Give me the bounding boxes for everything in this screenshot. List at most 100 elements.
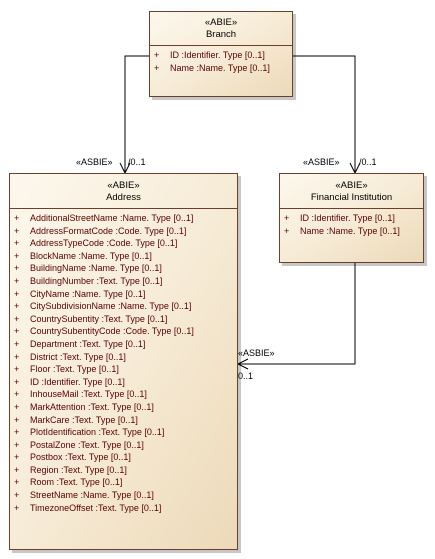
attribute-text: AddressFormatCode :Code. Type [0..1] bbox=[30, 225, 187, 236]
attribute-visibility: + bbox=[14, 401, 20, 412]
branch-stereotype: «ABIE» bbox=[204, 17, 238, 28]
attribute-row[interactable]: + BuildingNumber :Text. Type [0..1] bbox=[10, 275, 237, 288]
branch-class[interactable]: «ABIE» Branch + ID :Identifier. Type [0..… bbox=[149, 11, 293, 97]
attribute-visibility: + bbox=[14, 351, 20, 362]
attribute-row[interactable]: + BlockName :Name. Type [0..1] bbox=[10, 250, 237, 263]
attribute-text: InhouseMail :Text. Type [0..1] bbox=[30, 389, 147, 400]
address-attribute-list: +AdditionalStreetName :Name. Type [0..1]… bbox=[10, 209, 237, 514]
attribute-visibility: + bbox=[14, 213, 20, 223]
branch-attribute-list: + ID :Identifier. Type [0..1] + Name :Name.… bbox=[150, 46, 292, 74]
fi-address-arrowhead bbox=[236, 358, 249, 370]
branch-fi-association-line bbox=[292, 55, 356, 173]
fi-address-multiplicity-label: 0..1 bbox=[238, 371, 254, 381]
attribute-row[interactable]: + BuildingName :Name. Type [0..1] bbox=[10, 262, 237, 275]
attribute-visibility: + bbox=[14, 452, 20, 463]
attribute-row[interactable]: + Room :Text. Type [0..1] bbox=[10, 476, 237, 489]
attribute-row[interactable]: +District :Text. Type [0..1] bbox=[10, 351, 237, 364]
attribute-text: BuildingName :Name. Type [0..1] bbox=[30, 263, 162, 274]
attribute-text: ID :Identifier. Type [0..1] bbox=[300, 213, 395, 223]
attribute-visibility: + bbox=[14, 263, 20, 274]
address-class[interactable]: «ABIE» Address +AdditionalStreetName :Na… bbox=[9, 173, 238, 550]
branch-fi-role-label: /0..1 bbox=[359, 157, 377, 167]
attribute-text: PlotIdentification :Text. Type [0..1] bbox=[30, 427, 165, 438]
attribute-text: PostalZone :Text. Type [0..1] bbox=[30, 439, 144, 450]
attribute-row[interactable]: + ID :Identifier. Type [0..1] bbox=[150, 49, 292, 62]
fi-address-association-line bbox=[238, 263, 356, 365]
attribute-row[interactable]: +MarkCare :Text. Type [0..1] bbox=[10, 414, 237, 427]
attribute-text: Floor :Text. Type [0..1] bbox=[30, 364, 119, 375]
attribute-text: CountrySubentityCode :Code. Type [0..1] bbox=[30, 326, 194, 337]
financial-institution-stereotype: «ABIE» bbox=[335, 180, 368, 191]
attribute-visibility: + bbox=[14, 439, 20, 450]
attribute-row[interactable]: + StreetName :Name. Type [0..1] bbox=[10, 489, 237, 502]
address-class-name: Address bbox=[106, 192, 141, 203]
attribute-row[interactable]: +AdditionalStreetName :Name. Type [0..1] bbox=[10, 212, 237, 225]
attribute-row[interactable]: + InhouseMail :Text. Type [0..1] bbox=[10, 388, 237, 401]
attribute-row[interactable]: +Region :Text. Type [0..1] bbox=[10, 464, 237, 477]
attribute-row[interactable]: + PlotIdentification :Text. Type [0..1] bbox=[10, 426, 237, 439]
attribute-visibility: + bbox=[14, 364, 20, 375]
attribute-text: Name :Name. Type [0..1] bbox=[170, 62, 270, 73]
attribute-visibility: + bbox=[14, 464, 20, 475]
attribute-visibility: + bbox=[14, 313, 20, 324]
attribute-text: MarkCare :Text. Type [0..1] bbox=[30, 414, 138, 425]
branch-class-name: Branch bbox=[205, 29, 237, 40]
attribute-text: BlockName :Name. Type [0..1] bbox=[30, 250, 152, 261]
attribute-visibility: + bbox=[14, 477, 20, 488]
financial-institution-class[interactable]: «ABIE» Financial Institution +ID :Identi… bbox=[279, 173, 424, 263]
attribute-text: Room :Text. Type [0..1] bbox=[30, 477, 123, 488]
attribute-row[interactable]: + Postbox :Text. Type [0..1] bbox=[10, 451, 237, 464]
address-stereotype: «ABIE» bbox=[107, 180, 140, 191]
financial-institution-class-header: «ABIE» Financial Institution bbox=[280, 174, 423, 209]
attribute-visibility: + bbox=[14, 250, 20, 261]
attribute-text: StreetName :Name. Type [0..1] bbox=[30, 490, 154, 501]
attribute-text: BuildingNumber :Text. Type [0..1] bbox=[30, 275, 163, 286]
attribute-row[interactable]: +TimezoneOffset :Text. Type [0..1] bbox=[10, 502, 237, 515]
attribute-row[interactable]: + PostalZone :Text. Type [0..1] bbox=[10, 439, 237, 452]
attribute-row[interactable]: +CityName :Name. Type [0..1] bbox=[10, 288, 237, 301]
attribute-visibility: + bbox=[284, 225, 290, 236]
attribute-text: Department :Text. Type [0..1] bbox=[30, 338, 146, 349]
attribute-visibility: + bbox=[14, 275, 20, 286]
attribute-visibility: + bbox=[14, 338, 20, 349]
attribute-text: AddressTypeCode :Code. Type [0..1] bbox=[30, 238, 178, 249]
attribute-text: ID :Identifier. Type [0..1] bbox=[30, 376, 125, 387]
attribute-row[interactable]: + AddressTypeCode :Code. Type [0..1] bbox=[10, 237, 237, 250]
branch-address-association-line bbox=[124, 55, 149, 173]
address-class-header: «ABIE» Address bbox=[10, 174, 237, 209]
attribute-text: CountrySubentity :Text. Type [0..1] bbox=[30, 313, 168, 324]
branch-class-header: «ABIE» Branch bbox=[150, 12, 292, 46]
attribute-row[interactable]: + MarkAttention :Text. Type [0..1] bbox=[10, 401, 237, 414]
attribute-row[interactable]: + Name :Name. Type [0..1] bbox=[280, 225, 423, 238]
attribute-visibility: + bbox=[14, 427, 20, 438]
attribute-visibility: + bbox=[14, 389, 20, 400]
branch-address-role-label: /0..1 bbox=[128, 157, 146, 167]
attribute-row[interactable]: +CitySubdivisionName :Name. Type [0..1] bbox=[10, 300, 237, 313]
attribute-text: Name :Name. Type [0..1] bbox=[300, 225, 400, 236]
attribute-visibility: + bbox=[14, 301, 20, 312]
branch-fi-stereotype-label: «ASBIE» bbox=[303, 157, 340, 167]
attribute-text: Postbox :Text. Type [0..1] bbox=[30, 452, 131, 463]
attribute-visibility: + bbox=[14, 238, 20, 249]
attribute-row[interactable]: +ID :Identifier. Type [0..1] bbox=[280, 212, 423, 225]
attribute-row[interactable]: + Department :Text. Type [0..1] bbox=[10, 338, 237, 351]
attribute-row[interactable]: + CountrySubentityCode :Code. Type [0..1] bbox=[10, 325, 237, 338]
attribute-visibility: + bbox=[14, 490, 20, 501]
attribute-visibility: + bbox=[154, 50, 160, 60]
branch-address-stereotype-label: «ASBIE» bbox=[76, 157, 113, 167]
attribute-visibility: + bbox=[154, 62, 160, 73]
fi-address-stereotype-label: «ASBIE» bbox=[238, 348, 275, 358]
attribute-row[interactable]: + Floor :Text. Type [0..1] bbox=[10, 363, 237, 376]
attribute-row[interactable]: +ID :Identifier. Type [0..1] bbox=[10, 376, 237, 389]
financial-institution-class-name: Financial Institution bbox=[310, 192, 393, 203]
attribute-row[interactable]: + CountrySubentity :Text. Type [0..1] bbox=[10, 313, 237, 326]
attribute-visibility: + bbox=[14, 326, 20, 337]
attribute-text: TimezoneOffset :Text. Type [0..1] bbox=[30, 502, 162, 513]
attribute-text: CityName :Name. Type [0..1] bbox=[30, 288, 146, 299]
financial-institution-attribute-list: +ID :Identifier. Type [0..1]+ Name :Name.… bbox=[280, 209, 423, 237]
attribute-row[interactable]: + Name :Name. Type [0..1] bbox=[150, 62, 292, 75]
attribute-text: ID :Identifier. Type [0..1] bbox=[170, 50, 265, 60]
attribute-row[interactable]: +AddressFormatCode :Code. Type [0..1] bbox=[10, 225, 237, 238]
attribute-text: MarkAttention :Text. Type [0..1] bbox=[30, 401, 154, 412]
